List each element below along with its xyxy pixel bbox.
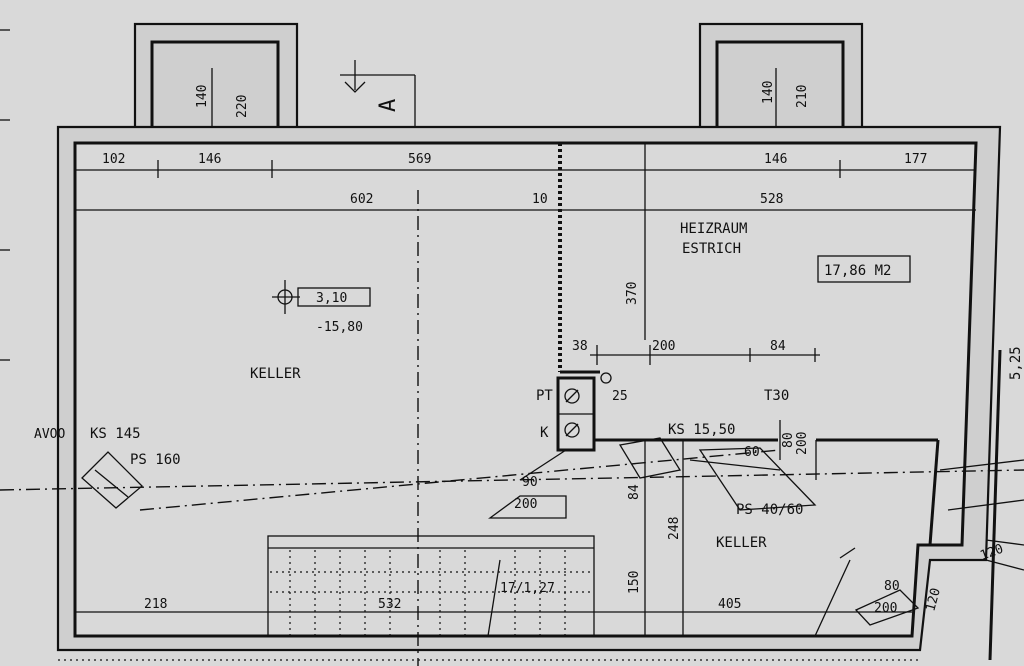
window-box-right <box>698 22 864 137</box>
room-keller-right: KELLER <box>716 535 767 551</box>
dim-25: 25 <box>612 389 628 404</box>
dim-second-3: 528 <box>760 192 783 207</box>
level-marker-icon <box>272 280 371 314</box>
dim-405: 405 <box>718 597 741 612</box>
shaft-k-label: K <box>540 425 549 441</box>
window-right-width: 140 <box>761 81 776 104</box>
annot-avoo: AVOO <box>34 427 65 442</box>
window-box-left <box>133 22 299 137</box>
stairs <box>267 535 595 637</box>
level-sub: -15,80 <box>316 320 363 335</box>
dim-v200: 200 <box>795 432 810 455</box>
dim-200-stair: 200 <box>514 497 537 512</box>
dim-second-1: 602 <box>350 192 373 207</box>
drain-circle-icon <box>600 372 612 384</box>
room-estrich: ESTRICH <box>682 241 741 257</box>
annot-ks145: KS 145 <box>90 426 141 442</box>
window-right-height: 210 <box>795 85 810 108</box>
dim-218: 218 <box>144 597 167 612</box>
dim-90: 90 <box>522 475 538 490</box>
window-left-width: 140 <box>195 85 210 108</box>
room-keller-left: KELLER <box>250 366 301 382</box>
dim-v80: 80 <box>781 432 796 448</box>
dim-532: 532 <box>378 597 401 612</box>
dim-second-2: 10 <box>532 192 548 207</box>
annot-ps160: PS 160 <box>130 452 181 468</box>
dim-v150: 150 <box>627 571 642 594</box>
room-heizraum: HEIZRAUM <box>680 221 747 237</box>
window-left-height: 220 <box>235 95 250 118</box>
trench-center <box>488 449 567 519</box>
dim-80-br: 80 <box>884 579 900 594</box>
section-label: A <box>376 99 401 112</box>
dim-525: 5,25 <box>1008 346 1024 380</box>
dim-t30: T30 <box>764 388 789 404</box>
shaft-pt-label: PT <box>536 388 553 404</box>
trench-left <box>81 451 143 509</box>
dim-top-3: 569 <box>408 152 431 167</box>
dim-top-5: 177 <box>904 152 927 167</box>
dim-120-br: 120 <box>923 586 944 613</box>
dim-200-br: 200 <box>874 601 897 616</box>
area-box <box>817 255 911 283</box>
annot-ks1550: KS 15,50 <box>668 422 735 438</box>
trench-right <box>618 437 920 637</box>
annot-stairs: 17/1,27 <box>500 581 555 596</box>
dim-200: 200 <box>652 339 675 354</box>
axis-diagonal <box>139 449 781 511</box>
dimension-lines <box>75 143 976 636</box>
level-value: 3,10 <box>316 291 347 306</box>
inner-wall <box>73 141 978 638</box>
annot-60: 60 <box>744 445 760 460</box>
dim-top-4: 146 <box>764 152 787 167</box>
annot-ps4060: PS 40/60 <box>736 502 803 518</box>
area-value: 17,86 M2 <box>824 263 891 279</box>
margin-ticks <box>0 29 10 361</box>
dim-370: 370 <box>625 282 640 305</box>
external-structure <box>939 349 1024 661</box>
dim-38: 38 <box>572 339 588 354</box>
dim-84: 84 <box>770 339 786 354</box>
dim-v84: 84 <box>627 484 642 500</box>
shaft-block <box>556 376 596 452</box>
dim-top-2: 146 <box>198 152 221 167</box>
dim-v248: 248 <box>667 517 682 540</box>
section-marker <box>340 60 416 128</box>
dim-top-1: 102 <box>102 152 125 167</box>
